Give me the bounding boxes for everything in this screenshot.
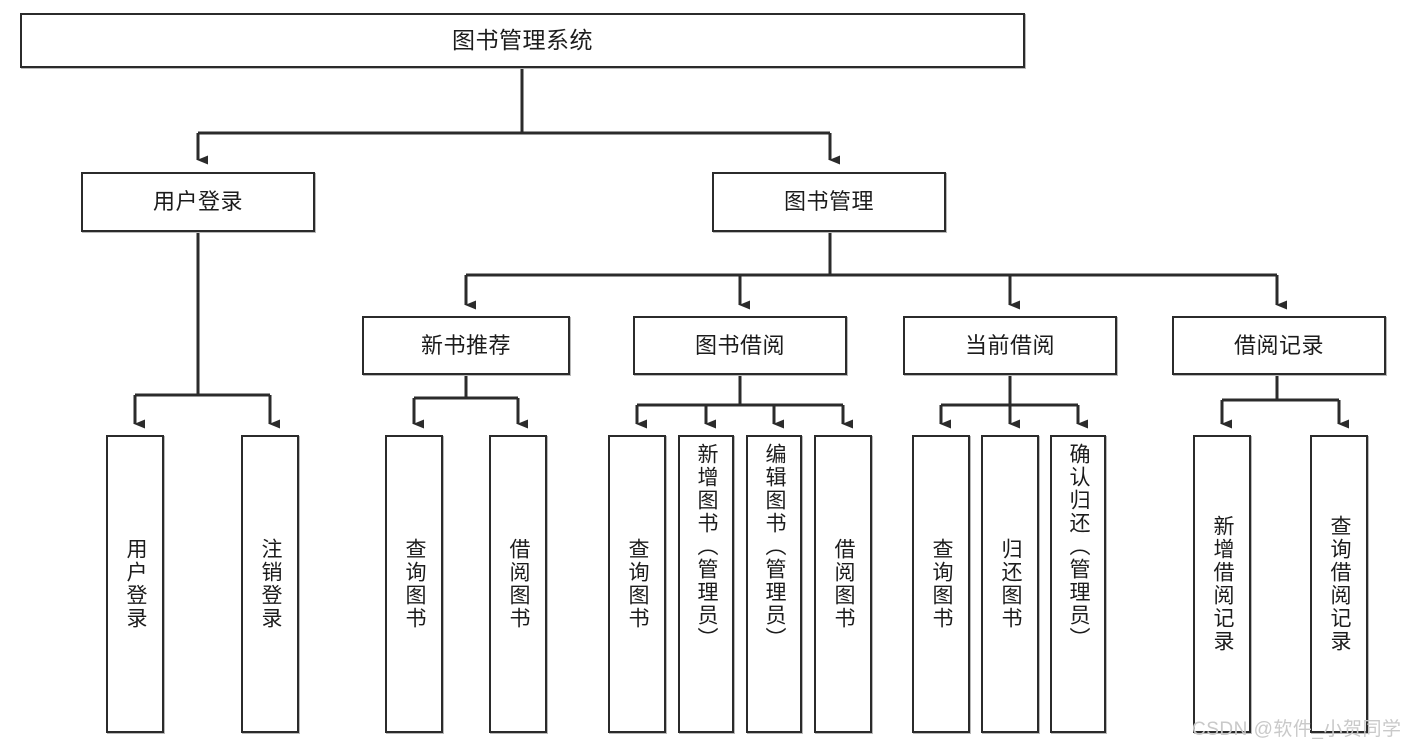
node-label: 用户登录	[152, 189, 243, 215]
node-label: 当前借阅	[964, 332, 1055, 358]
node-borrow-record[interactable]: 借阅记录	[1172, 316, 1386, 375]
leaf-add-borrow-record[interactable]: 新增借阅记录	[1193, 435, 1251, 733]
node-label: 归还图书	[999, 538, 1023, 630]
node-label: 新书推荐	[420, 332, 511, 358]
leaf-borrow-book-borrow[interactable]: 借阅图书	[814, 435, 872, 733]
leaf-user-login[interactable]: 用户登录	[106, 435, 164, 733]
leaf-confirm-return-admin[interactable]: 确认归还（管理员）	[1050, 435, 1106, 733]
node-label: 确认归还（管理员）	[1067, 443, 1091, 650]
leaf-edit-book-admin[interactable]: 编辑图书（管理员）	[746, 435, 802, 733]
leaf-query-book-recommend[interactable]: 查询图书	[385, 435, 443, 733]
node-label: 查询图书	[403, 538, 427, 630]
node-label: 图书管理系统	[452, 26, 593, 53]
node-label: 借阅图书	[507, 538, 531, 630]
node-user-login[interactable]: 用户登录	[81, 172, 315, 232]
node-label: 查询借阅记录	[1328, 515, 1352, 653]
node-label: 查询图书	[930, 538, 954, 630]
node-label: 借阅记录	[1233, 332, 1324, 358]
node-label: 新增图书（管理员）	[695, 443, 719, 650]
node-book-manage[interactable]: 图书管理	[712, 172, 946, 232]
node-label: 注销登录	[259, 538, 283, 630]
leaf-logout-login[interactable]: 注销登录	[241, 435, 299, 733]
node-label: 用户登录	[124, 538, 148, 630]
node-label: 借阅图书	[832, 538, 856, 630]
node-label: 查询图书	[626, 538, 650, 630]
node-new-book-rec[interactable]: 新书推荐	[362, 316, 570, 375]
node-root-system[interactable]: 图书管理系统	[20, 13, 1025, 68]
node-label: 图书借阅	[694, 332, 785, 358]
leaf-query-book-borrow[interactable]: 查询图书	[608, 435, 666, 733]
node-book-borrow[interactable]: 图书借阅	[633, 316, 847, 375]
leaf-add-book-admin[interactable]: 新增图书（管理员）	[678, 435, 734, 733]
leaf-query-book-current[interactable]: 查询图书	[912, 435, 970, 733]
node-label: 图书管理	[783, 189, 874, 215]
leaf-borrow-book-recommend[interactable]: 借阅图书	[489, 435, 547, 733]
leaf-return-book[interactable]: 归还图书	[981, 435, 1039, 733]
node-label: 新增借阅记录	[1211, 515, 1235, 653]
node-label: 编辑图书（管理员）	[763, 443, 787, 650]
csdn-watermark: CSDN @软件_小贺同学	[1192, 719, 1402, 740]
leaf-query-borrow-record[interactable]: 查询借阅记录	[1310, 435, 1368, 733]
node-current-borrow[interactable]: 当前借阅	[903, 316, 1117, 375]
